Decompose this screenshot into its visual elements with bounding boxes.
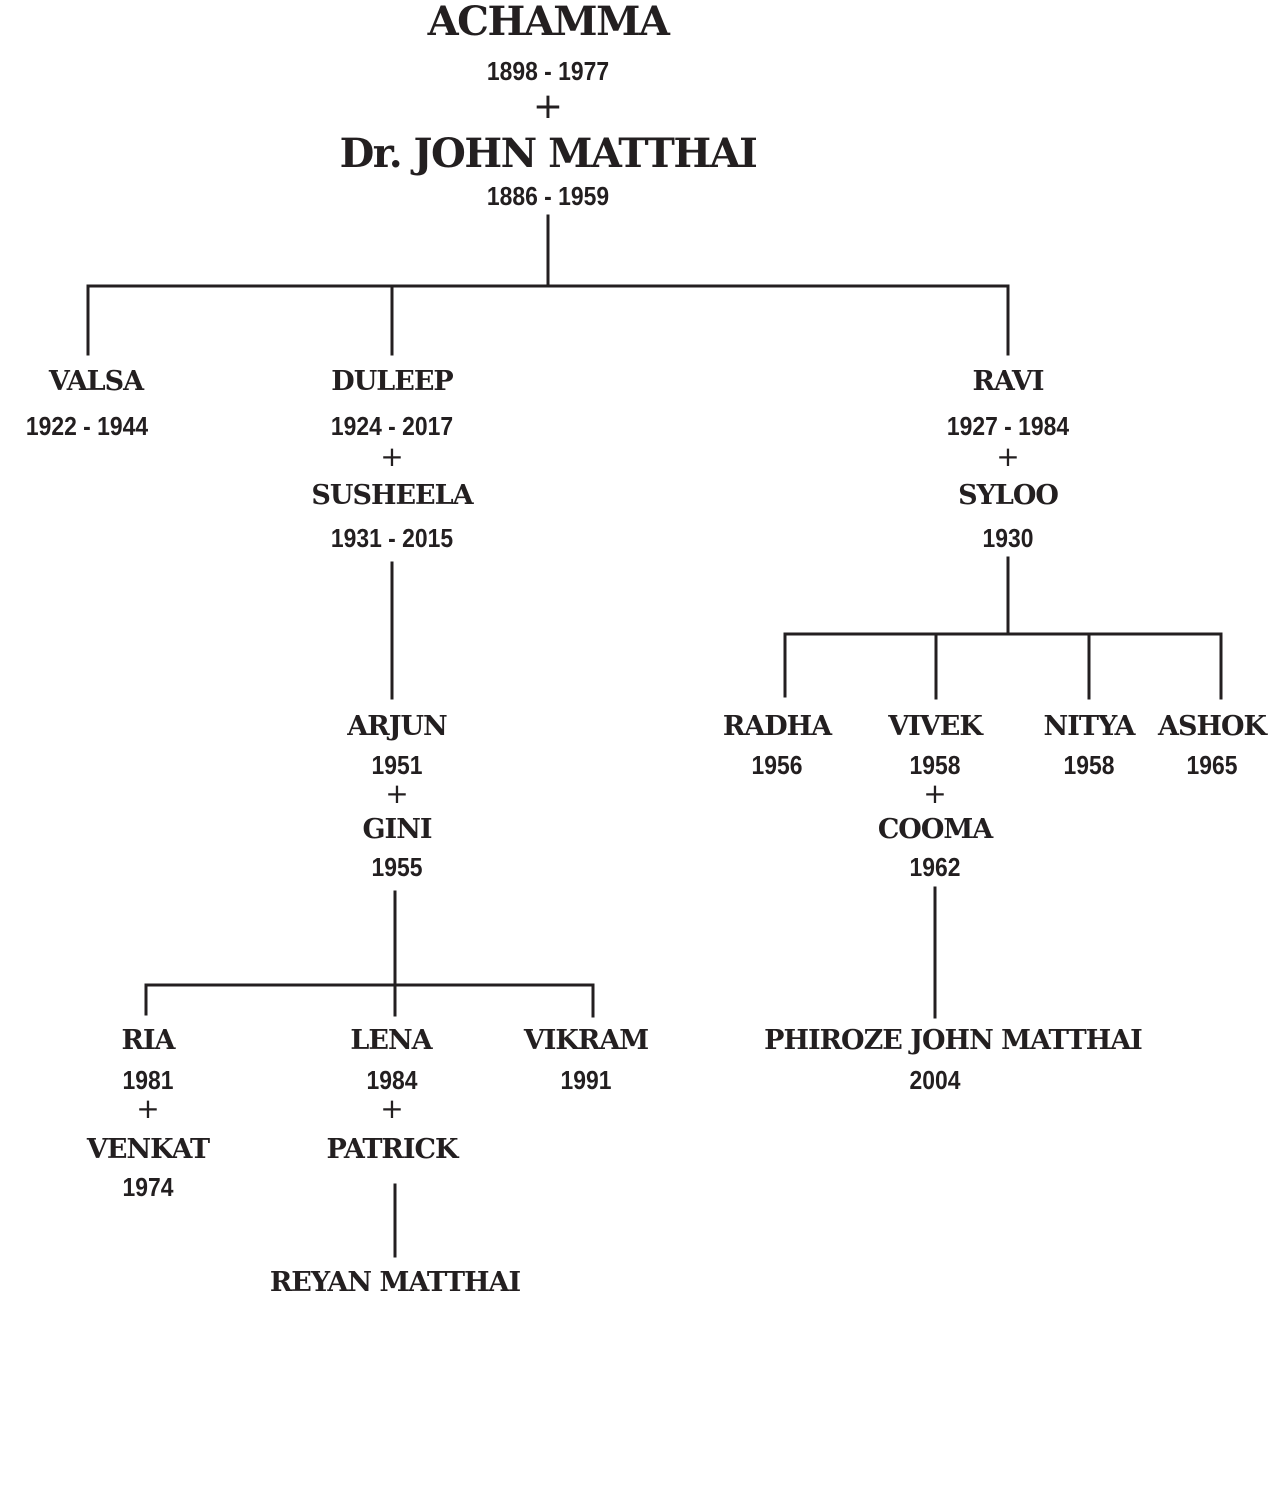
person-years-gini: 1955 [371,852,423,882]
person-name-ria: RIA [121,1025,175,1056]
person-name-valsa: VALSA [48,366,144,397]
marriage-symbol: + [385,777,409,810]
person-years-valsa: 1922 - 1944 [25,411,149,441]
person-name-arjun: ARJUN [347,711,447,742]
marriage-symbol: + [923,777,947,810]
person-name-vikram: VIKRAM [523,1025,649,1056]
person-years-arjun: 1951 [371,750,423,780]
person-name-ravi: RAVI [972,366,1044,397]
person-years-vikram: 1991 [560,1065,612,1095]
person-name-nitya: NITYA [1043,711,1136,742]
person-name-syloo: SYLOO [958,480,1059,511]
marriage-symbol: + [380,440,404,473]
person-name-vivek: VIVEK [888,711,983,742]
person-name-achamma: ACHAMMA [427,0,670,45]
marriage-symbol: + [380,1092,404,1125]
person-years-achamma: 1898 - 1977 [486,56,610,86]
person-years-venkat: 1974 [122,1172,174,1202]
person-name-patrick: PATRICK [326,1134,459,1165]
person-name-ashok: ASHOK [1158,711,1267,742]
person-name-radha: RADHA [722,711,832,742]
marriage-symbol: + [532,86,564,127]
marriage-symbol: + [996,440,1020,473]
person-years-syloo: 1930 [982,523,1034,553]
person-years-ravi: 1927 - 1984 [946,411,1070,441]
person-years-cooma: 1962 [909,852,961,882]
person-years-nitya: 1958 [1063,750,1115,780]
marriage-symbol: + [136,1092,160,1125]
person-years-lena: 1984 [366,1065,418,1095]
person-name-cooma: COOMA [877,814,993,845]
person-years-radha: 1956 [751,750,803,780]
person-years-phiroze-john-matthai: 2004 [909,1065,961,1095]
person-name-susheela: SUSHEELA [311,480,473,511]
person-name-phiroze-john-matthai: PHIROZE JOHN MATTHAI [764,1025,1143,1056]
person-years-john-matthai: 1886 - 1959 [486,181,610,211]
person-name-gini: GINI [362,814,433,845]
person-name-lena: LENA [350,1025,432,1056]
person-name-venkat: VENKAT [86,1134,210,1165]
person-years-vivek: 1958 [909,750,961,780]
person-name-reyan-matthai: REYAN MATTHAI [269,1267,521,1298]
person-years-ria: 1981 [122,1065,174,1095]
person-years-ashok: 1965 [1186,750,1238,780]
person-years-duleep: 1924 - 2017 [330,411,454,441]
person-name-john-matthai: Dr. JOHN MATTHAI [339,130,758,177]
person-years-susheela: 1931 - 2015 [330,523,454,553]
person-name-duleep: DULEEP [331,366,453,397]
